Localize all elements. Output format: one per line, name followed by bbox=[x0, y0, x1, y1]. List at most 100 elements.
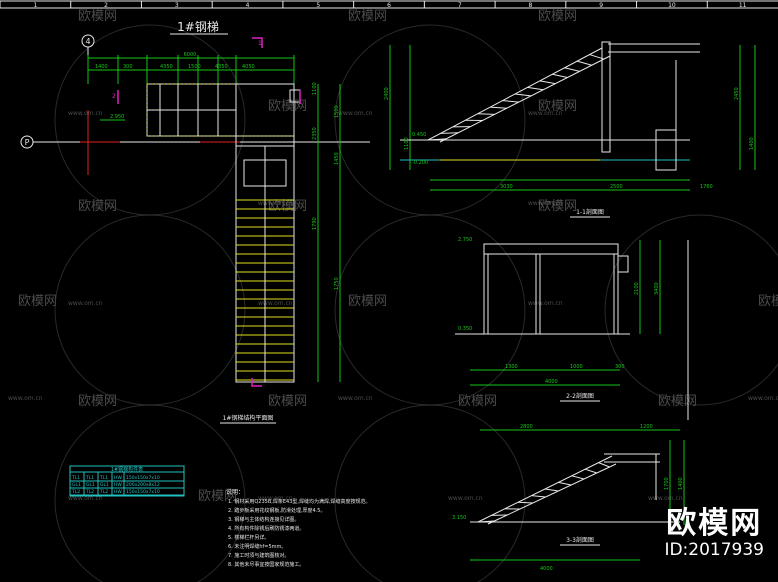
section2-dim-bottom: 1300 bbox=[505, 364, 518, 370]
section3-dim-right: 1700 bbox=[664, 477, 670, 490]
ruler-number: 1 bbox=[33, 2, 37, 9]
axis-label-p: P bbox=[25, 138, 30, 147]
section2-dim-right: 2100 bbox=[634, 282, 640, 295]
section1-dim-bottom: 2500 bbox=[610, 184, 623, 190]
plan-dim-overall: 6000 bbox=[184, 52, 197, 58]
note-line: 6. 未注明焊缝hf=5mm。 bbox=[228, 543, 286, 550]
table-cell: GL1 bbox=[86, 482, 95, 488]
ruler-number: 8 bbox=[529, 2, 533, 9]
ruler-number: 3 bbox=[175, 2, 179, 9]
table-cell: GL1 bbox=[100, 482, 109, 488]
ruler-number: 5 bbox=[316, 2, 320, 9]
section2-dim-overall: 4000 bbox=[545, 379, 558, 385]
watermark-brand: 欧模网 bbox=[78, 9, 117, 24]
plan-dim-top: 4350 bbox=[160, 64, 173, 70]
ruler-number: 7 bbox=[458, 2, 462, 9]
plan-dim-right: 1750 bbox=[334, 277, 340, 290]
watermark-brand: 欧模网 bbox=[458, 394, 497, 409]
axis-label-4: 4 bbox=[85, 37, 90, 46]
logo-id-text: ID:2017939 bbox=[664, 540, 764, 560]
watermark-url: www.om.cn bbox=[528, 300, 563, 307]
watermark-brand: 欧模网 bbox=[538, 199, 577, 214]
table-cell: TL2 bbox=[99, 489, 108, 495]
plan-dim-right: 1500 bbox=[334, 105, 340, 118]
plan-dim-right: 1100 bbox=[312, 82, 318, 95]
watermark-url: www.om.cn bbox=[338, 395, 373, 402]
plan-dim-top: 1400 bbox=[95, 64, 108, 70]
table-cell: 150x150x7x10 bbox=[126, 489, 160, 495]
note-line: 8. 其他未尽事宜按国家规范施工。 bbox=[228, 561, 304, 568]
component-table-title: 1#钢梯构件表 bbox=[111, 466, 143, 473]
plan-dim-top: 1500 bbox=[188, 64, 201, 70]
section3-elev-left: 3.150 bbox=[452, 515, 466, 521]
note-line: 2. 踏步板采用花纹钢板,防滑处理,厚度4.5。 bbox=[228, 507, 326, 514]
section1-dim-right: 1400 bbox=[749, 137, 755, 150]
watermark-url: www.om.cn bbox=[448, 495, 483, 502]
ruler-number: 4 bbox=[246, 2, 250, 9]
section3-dim-top: 1200 bbox=[640, 424, 653, 430]
section1-dim-bottom: 3030 bbox=[500, 184, 513, 190]
section2-elev-bottom: 0.350 bbox=[458, 326, 472, 332]
plan-dim-top: 4350 bbox=[215, 64, 228, 70]
section1-caption: 1-1剖面图 bbox=[576, 208, 604, 216]
watermark-brand: 欧模网 bbox=[268, 394, 307, 409]
table-cell: TL1 bbox=[71, 475, 80, 481]
table-cell: TL1 bbox=[85, 475, 94, 481]
table-cell: 200x200x8x12 bbox=[126, 482, 160, 488]
ruler-number: 10 bbox=[668, 2, 676, 9]
note-line: 5. 楼梯栏杆另详。 bbox=[228, 534, 269, 541]
watermark-brand: 欧模网 bbox=[348, 294, 387, 309]
plan-dim-right: 1790 bbox=[312, 217, 318, 230]
table-cell: TL2 bbox=[85, 489, 94, 495]
section3-caption: 3-3剖面图 bbox=[566, 536, 594, 544]
brand-logo: 欧模网 ID:2017939 bbox=[664, 508, 764, 561]
section3-dim-bottom: 4000 bbox=[540, 566, 553, 572]
section2-elev-top: 2.750 bbox=[458, 237, 472, 243]
watermark-url: www.om.cn bbox=[258, 495, 293, 502]
section2-dim-right: 3400 bbox=[654, 282, 660, 295]
watermark-url: www.om.cn bbox=[528, 200, 563, 207]
watermark-url: www.om.cn bbox=[338, 110, 373, 117]
section1-dim-left: 2400 bbox=[384, 87, 390, 100]
watermark-url: www.om.cn bbox=[8, 395, 43, 402]
ruler-number: 9 bbox=[599, 2, 603, 9]
table-cell: HW bbox=[114, 475, 122, 481]
ruler-number: 2 bbox=[104, 2, 108, 9]
watermark-brand: 欧模网 bbox=[538, 99, 577, 114]
watermark-url: www.om.cn bbox=[68, 110, 103, 117]
watermark-brand: 欧模网 bbox=[198, 489, 237, 504]
section1-dim-bottom: 1760 bbox=[700, 184, 713, 190]
table-cell: 150x150x7x10 bbox=[126, 475, 160, 481]
table-cell: TL2 bbox=[71, 489, 80, 495]
section3-dim-right: 1400 bbox=[678, 477, 684, 490]
plan-title: 1#钢梯 bbox=[177, 20, 219, 34]
watermark-brand: 欧模网 bbox=[758, 294, 778, 309]
plan-dim-top: 300 bbox=[123, 64, 133, 70]
notes-heading: 说明： bbox=[226, 488, 244, 496]
section1-elev-bottom: -0.200 bbox=[412, 160, 428, 166]
watermark-brand: 欧模网 bbox=[18, 294, 57, 309]
section2-dim-bottom: 1000 bbox=[570, 364, 583, 370]
stair-plan-view: 1#钢梯 4 P 6000 1400 300 4350 1500 4350 4050 bbox=[20, 20, 370, 424]
drawing-frame-ruler bbox=[0, 0, 778, 9]
section1-dim-left: 1100 bbox=[404, 137, 410, 150]
plan-dim-right: 1450 bbox=[334, 152, 340, 165]
section2-dim-bottom: 300 bbox=[615, 364, 625, 370]
section-mark-left: 2 bbox=[112, 93, 116, 100]
watermark-brand: 欧模网 bbox=[348, 9, 387, 24]
plan-dim-top: 4050 bbox=[242, 64, 255, 70]
watermark-url: www.om.cn bbox=[258, 200, 293, 207]
watermark-url: www.om.cn bbox=[528, 110, 563, 117]
watermark-layer: 欧模网www.om.cn欧模网www.om.cn欧模网www.om.cn欧模网w… bbox=[8, 9, 778, 582]
watermark-brand: 欧模网 bbox=[268, 199, 307, 214]
table-cell: GL1 bbox=[72, 482, 81, 488]
watermark-url: www.om.cn bbox=[648, 495, 683, 502]
section1-dim-right: 2450 bbox=[734, 87, 740, 100]
note-line: 1. 钢材采用Q235B,焊条E43型,焊缝均为满焊,焊缝高度按规范。 bbox=[228, 498, 371, 505]
watermark-url: www.om.cn bbox=[68, 300, 103, 307]
